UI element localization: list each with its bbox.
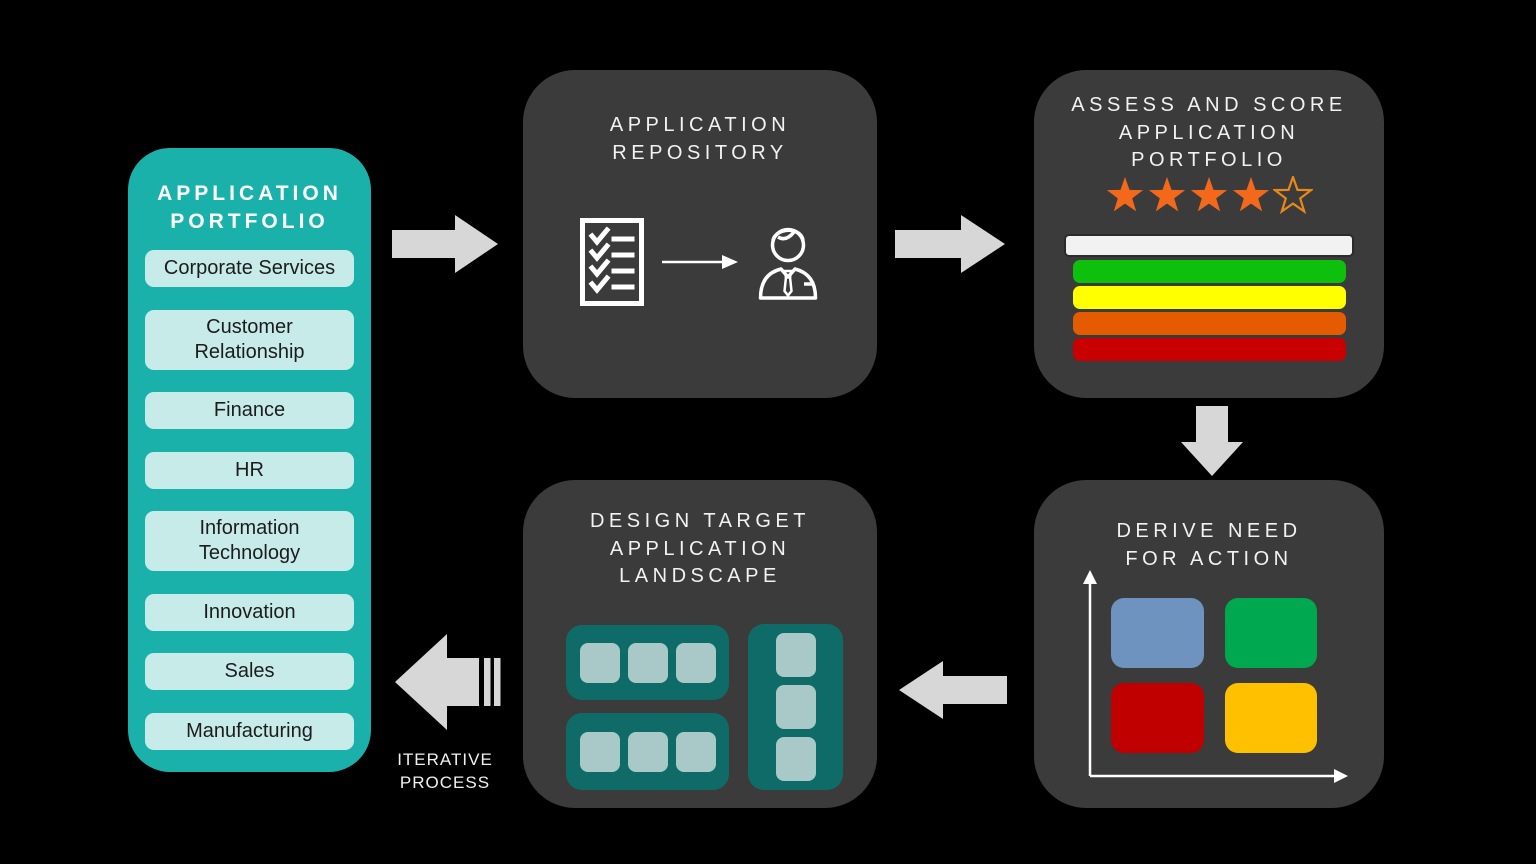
score-bar-green xyxy=(1072,260,1346,283)
quadrant-matrix-chart xyxy=(1083,570,1348,783)
repository-icon-row xyxy=(523,218,877,306)
star-filled-icon xyxy=(1148,177,1186,212)
landscape-module xyxy=(775,633,816,677)
assess-box-title: ASSESS AND SCORE APPLICATION PORTFOLIO xyxy=(1071,94,1347,172)
portfolio-item-list: Corporate Services Customer Relationship… xyxy=(145,250,354,750)
star-outline-icon xyxy=(1273,176,1313,215)
star-filled-icon xyxy=(1232,177,1270,212)
flow-arrow-assess-to-derive-icon xyxy=(1181,406,1243,476)
repository-box-title: APPLICATION REPOSITORY xyxy=(609,114,791,164)
portfolio-item-corporate-services: Corporate Services xyxy=(145,250,354,287)
star-filled-icon xyxy=(1190,177,1228,212)
star-filled-icon xyxy=(1106,177,1144,212)
score-bar-header xyxy=(1064,234,1354,257)
landscape-module xyxy=(775,737,816,781)
landscape-module xyxy=(579,731,620,772)
landscape-module xyxy=(675,731,716,772)
quadrant-bottom-right xyxy=(1225,683,1317,753)
iterative-process-arrow-icon xyxy=(395,634,501,730)
flow-arrow-portfolio-to-repository-icon xyxy=(392,215,498,273)
design-target-landscape-box: DESIGN TARGET APPLICATION LANDSCAPE xyxy=(523,480,877,808)
application-portfolio-panel: APPLICATION PORTFOLIO Corporate Services… xyxy=(128,148,371,772)
portfolio-item-customer-relationship: Customer Relationship xyxy=(145,309,354,370)
portfolio-panel-title: APPLICATION PORTFOLIO xyxy=(157,182,342,233)
flow-arrow-repository-to-assess-icon xyxy=(895,215,1005,273)
flow-arrow-derive-to-design-icon xyxy=(899,661,1007,719)
quadrant-top-right xyxy=(1225,598,1317,668)
star-rating xyxy=(1034,176,1384,216)
derive-box-title: DERIVE NEED FOR ACTION xyxy=(1116,520,1302,570)
quadrant-bottom-left xyxy=(1111,683,1204,753)
landscape-container-bottom xyxy=(566,713,729,790)
landscape-module xyxy=(675,642,716,683)
businessman-icon xyxy=(758,227,818,300)
design-box-title: DESIGN TARGET APPLICATION LANDSCAPE xyxy=(589,510,810,588)
application-repository-box: APPLICATION REPOSITORY xyxy=(523,70,877,398)
score-bar-stack xyxy=(1034,234,1384,361)
checklist-icon xyxy=(580,218,644,306)
portfolio-item-hr: HR xyxy=(145,451,354,489)
landscape-module xyxy=(579,642,620,683)
portfolio-item-innovation: Innovation xyxy=(145,593,354,631)
derive-need-for-action-box: DERIVE NEED FOR ACTION xyxy=(1034,480,1384,808)
score-bar-red xyxy=(1072,338,1346,361)
quadrant-top-left xyxy=(1111,598,1204,668)
portfolio-item-manufacturing: Manufacturing xyxy=(145,712,354,750)
transfer-arrow-icon xyxy=(662,255,738,269)
portfolio-item-information-technology: Information Technology xyxy=(145,511,354,572)
landscape-module xyxy=(775,685,816,729)
score-bar-yellow xyxy=(1072,286,1346,309)
portfolio-item-finance: Finance xyxy=(145,392,354,430)
landscape-container-right xyxy=(748,624,843,790)
score-bar-orange xyxy=(1072,312,1346,335)
landscape-module xyxy=(627,731,668,772)
assess-and-score-box: ASSESS AND SCORE APPLICATION PORTFOLIO xyxy=(1034,70,1384,398)
landscape-container-top xyxy=(566,625,729,700)
chart-axes-icon xyxy=(1083,570,1348,783)
landscape-module xyxy=(627,642,668,683)
iterative-process-label: ITERATIVE PROCESS xyxy=(397,750,493,793)
portfolio-item-sales: Sales xyxy=(145,653,354,691)
